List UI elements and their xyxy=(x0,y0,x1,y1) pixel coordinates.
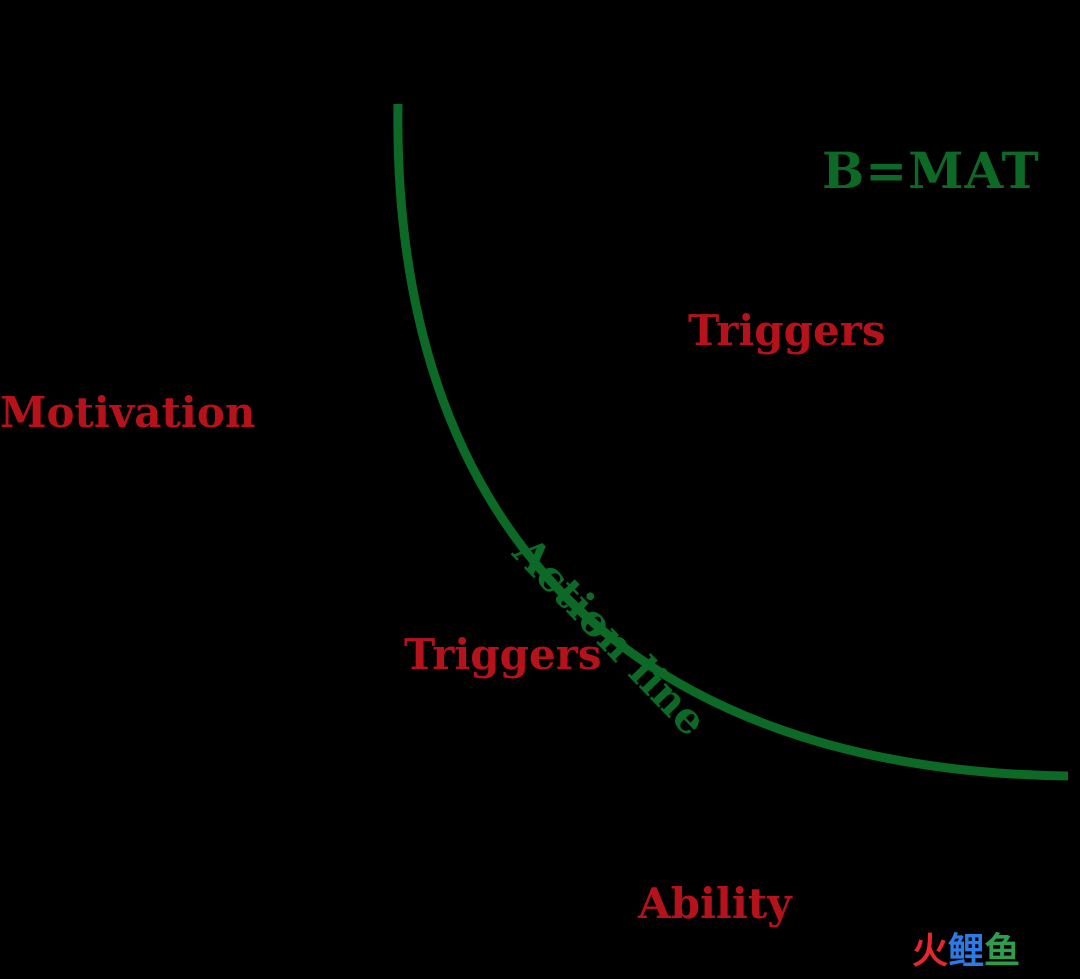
ability-axis-label: Ability xyxy=(638,879,792,928)
watermark-char-1: 火 xyxy=(912,931,949,972)
motivation-axis-label: Motivation xyxy=(0,388,256,437)
watermark-char-3: 鱼 xyxy=(984,931,1021,972)
formula-label: B=MAT xyxy=(822,141,1040,200)
triggers-bottom-label: Triggers xyxy=(404,630,602,679)
triggers-top-label: Triggers xyxy=(688,306,886,355)
watermark-char-2: 鲤 xyxy=(948,931,985,972)
watermark-logo: 火鲤鱼 xyxy=(912,934,1020,970)
action-line-curve xyxy=(393,103,1069,781)
